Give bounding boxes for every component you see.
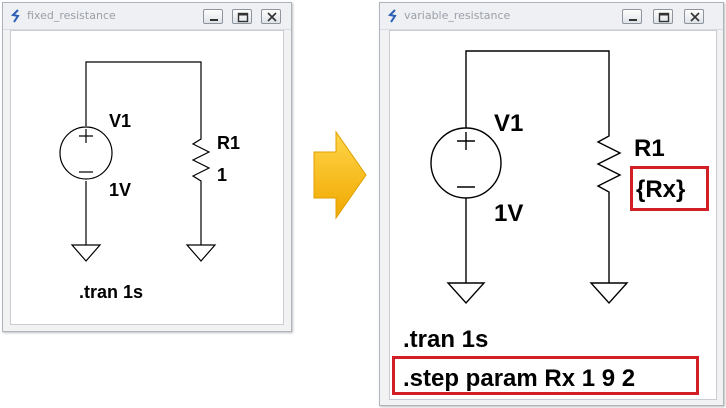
tran-directive[interactable]: .tran 1s: [403, 326, 488, 353]
maximize-icon: [237, 12, 249, 23]
resistor-value: 1: [217, 165, 227, 185]
ground-icon: [446, 282, 486, 305]
source-name: V1: [109, 111, 131, 131]
minimize-button[interactable]: [622, 9, 642, 24]
window-fixed-resistance: fixed_resistance: [2, 2, 292, 332]
ltspice-app-icon: [10, 9, 20, 23]
ground-icon: [70, 244, 102, 262]
window-title-bar[interactable]: variable_resistance: [380, 3, 723, 30]
voltage-source-icon: [59, 126, 113, 180]
source-value: 1V: [494, 200, 523, 227]
window-title: fixed_resistance: [27, 9, 116, 22]
maximize-button[interactable]: [653, 9, 673, 24]
right-arrow-icon: [313, 130, 367, 220]
minimize-icon: [210, 19, 218, 21]
source-value: 1V: [109, 180, 131, 200]
highlight-step-directive: [392, 356, 699, 395]
step-directive[interactable]: .step param Rx 1 9 2: [403, 365, 635, 392]
wire-top: [85, 61, 202, 131]
resistor-icon: [596, 126, 622, 201]
source-name: V1: [494, 110, 523, 137]
window-title-bar[interactable]: fixed_resistance: [3, 3, 291, 30]
wire-top: [465, 50, 610, 128]
schematic-drawing: V1 1V R1 {Rx} .tran 1s .step param Rx 1 …: [403, 50, 685, 392]
minimize-button[interactable]: [203, 9, 223, 24]
voltage-source-icon: [430, 127, 502, 199]
schematic-canvas[interactable]: V1 1V R1 {Rx} .tran 1s .step param Rx 1 …: [389, 30, 717, 400]
resistor-value[interactable]: {Rx}: [636, 176, 685, 203]
window-title: variable_resistance: [404, 9, 511, 22]
minimize-icon: [629, 19, 637, 21]
ground-icon: [185, 244, 217, 262]
resistor-name: R1: [634, 135, 665, 162]
schematic-drawing: V1 1V R1 1 .tran 1s: [59, 61, 240, 302]
close-button[interactable]: [684, 9, 704, 24]
close-icon: [267, 12, 277, 22]
resistor-icon: [191, 131, 211, 186]
schematic-canvas[interactable]: V1 1V R1 1 .tran 1s: [10, 30, 284, 325]
maximize-button[interactable]: [232, 9, 252, 24]
window-variable-resistance: variable_resistance V1 1V: [379, 2, 724, 406]
highlight-resistor-value: [630, 166, 709, 211]
maximize-icon: [658, 12, 670, 23]
resistor-name: R1: [217, 133, 240, 153]
plus-sign: [79, 129, 93, 143]
ltspice-app-icon: [387, 9, 397, 23]
plus-sign: [457, 132, 475, 150]
tran-directive[interactable]: .tran 1s: [79, 282, 143, 302]
close-button[interactable]: [261, 9, 281, 24]
ground-icon: [589, 282, 629, 305]
close-icon: [690, 12, 700, 22]
